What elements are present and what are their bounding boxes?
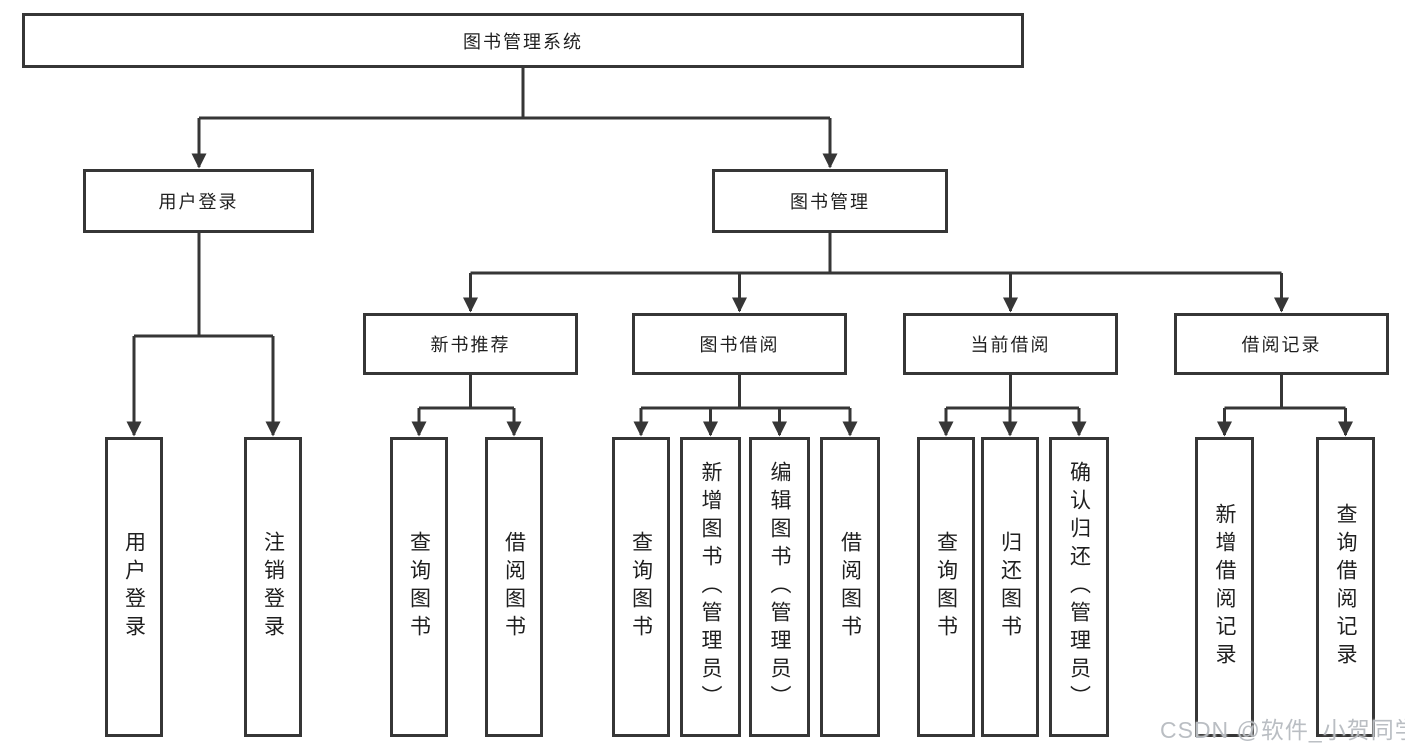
leaf-add-books-admin: 新增图书（管理员） xyxy=(680,437,741,737)
leaf-query-books-recommend: 查询图书 xyxy=(390,437,448,737)
node-label: 确认归还（管理员） xyxy=(1067,461,1091,713)
node-label: 查询图书 xyxy=(934,531,958,643)
node-new-book-recommend: 新书推荐 xyxy=(363,313,578,375)
node-label: 查询图书 xyxy=(629,531,653,643)
node-label: 新增图书（管理员） xyxy=(699,461,722,713)
leaf-borrow-books-recommend: 借阅图书 xyxy=(485,437,543,737)
leaf-query-borrow-record: 查询借阅记录 xyxy=(1316,437,1375,737)
node-label: 新增借阅记录 xyxy=(1213,503,1236,671)
node-label: 查询借阅记录 xyxy=(1334,503,1357,671)
leaf-confirm-return-admin: 确认归还（管理员） xyxy=(1049,437,1109,737)
node-label: 归还图书 xyxy=(998,531,1022,643)
leaf-query-books-current: 查询图书 xyxy=(917,437,975,737)
leaf-add-borrow-record: 新增借阅记录 xyxy=(1195,437,1254,737)
watermark: CSDN @软件_小贺同学 xyxy=(1160,717,1405,743)
node-borrow-records: 借阅记录 xyxy=(1174,313,1389,375)
node-user-login: 用户登录 xyxy=(83,169,314,233)
node-label: 用户登录 xyxy=(158,192,239,212)
node-root: 图书管理系统 xyxy=(22,13,1024,68)
leaf-query-books-borrow: 查询图书 xyxy=(612,437,670,737)
leaf-logout: 注销登录 xyxy=(244,437,302,737)
node-book-management: 图书管理 xyxy=(712,169,948,233)
node-current-borrow: 当前借阅 xyxy=(903,313,1118,375)
node-label: 图书管理系统 xyxy=(463,31,583,52)
node-label: 用户登录 xyxy=(122,531,146,643)
node-label: 借阅记录 xyxy=(1241,335,1322,355)
node-label: 新书推荐 xyxy=(430,335,511,355)
node-label: 借阅图书 xyxy=(838,531,862,643)
leaf-return-books: 归还图书 xyxy=(981,437,1039,737)
leaf-user-login: 用户登录 xyxy=(105,437,163,737)
leaf-borrow-books: 借阅图书 xyxy=(820,437,880,737)
node-label: 查询图书 xyxy=(407,531,431,643)
node-label: 图书管理 xyxy=(790,192,870,212)
leaf-edit-books-admin: 编辑图书（管理员） xyxy=(749,437,810,737)
node-label: 编辑图书（管理员） xyxy=(768,461,791,713)
node-label: 图书借阅 xyxy=(699,335,780,355)
node-label: 借阅图书 xyxy=(502,531,526,643)
node-label: 注销登录 xyxy=(261,531,285,643)
node-book-borrow: 图书借阅 xyxy=(632,313,847,375)
node-label: 当前借阅 xyxy=(970,335,1051,355)
